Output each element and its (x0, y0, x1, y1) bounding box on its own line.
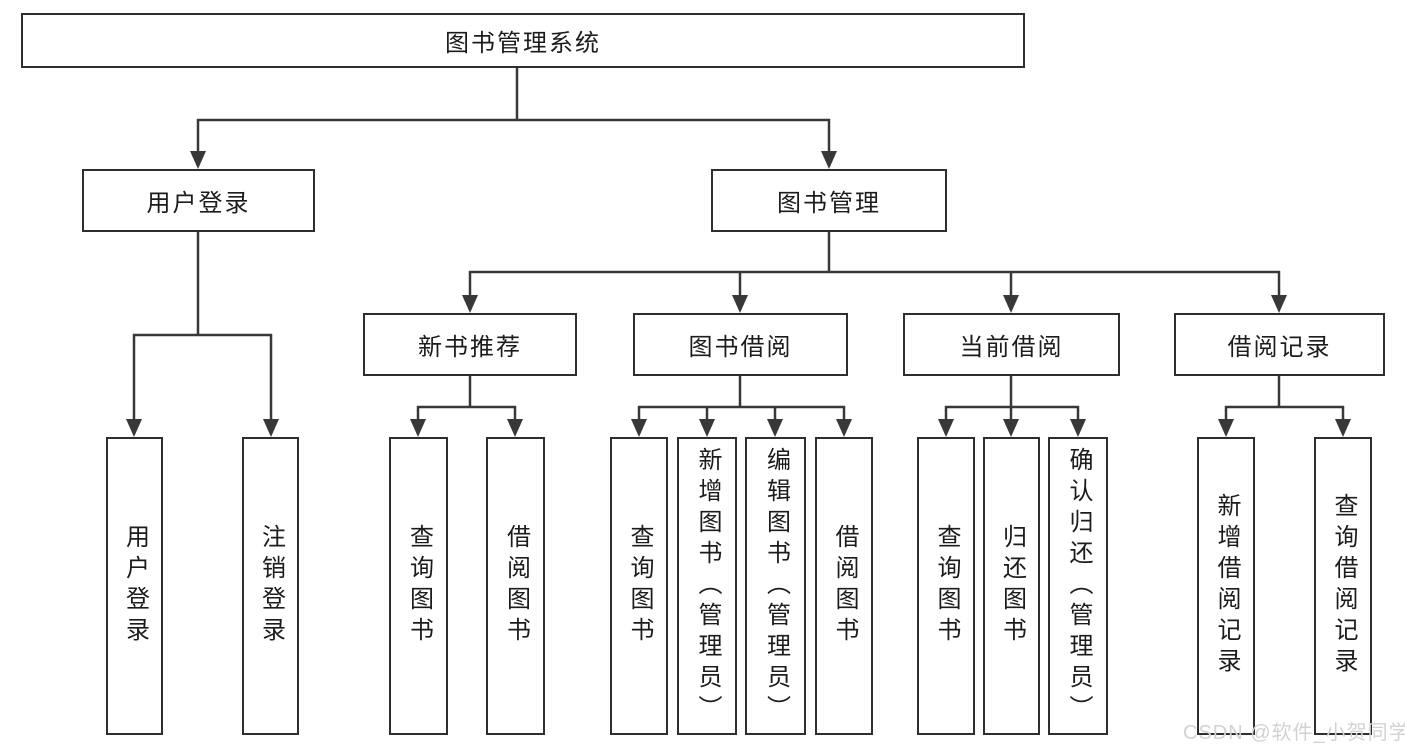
node-label: 编辑图书（管理员） (762, 446, 790, 726)
node-label: 用户登录 (146, 190, 251, 217)
leaf-rec-borrow-books: 借阅图书 (486, 437, 545, 735)
leaf-cb-confirm-return-admin: 确认归还（管理员） (1048, 437, 1108, 735)
node-label: 用户登录 (121, 524, 149, 648)
node-label: 注销登录 (257, 524, 285, 648)
node-label: 借阅图书 (502, 524, 530, 648)
connector-curborrow-to-leaves (938, 376, 1086, 437)
leaf-bb-borrow-books: 借阅图书 (815, 437, 873, 735)
node-label: 图书管理 (777, 190, 881, 217)
node-label: 新增借阅记录 (1213, 493, 1240, 679)
node-book-borrowing: 图书借阅 (633, 313, 848, 376)
leaf-cb-return-books: 归还图书 (983, 437, 1040, 735)
leaf-cb-query-books: 查询图书 (917, 437, 975, 735)
leaf-br-add-record: 新增借阅记录 (1197, 437, 1255, 735)
node-library-management-system: 图书管理系统 (21, 13, 1025, 68)
node-label: 借阅记录 (1227, 334, 1332, 361)
leaf-bb-add-books-admin: 新增图书（管理员） (677, 437, 737, 735)
connector-bookmgmt-to-level3 (462, 232, 1287, 313)
node-current-borrowing: 当前借阅 (903, 313, 1120, 376)
node-label: 归还图书 (998, 524, 1026, 648)
connector-borrowrec-to-leaves (1218, 376, 1351, 437)
connector-newrec-to-leaves (410, 376, 523, 437)
connector-bookborrow-to-leaves (631, 376, 852, 437)
node-label: 图书管理系统 (445, 30, 601, 57)
node-label: 新增图书（管理员） (694, 446, 721, 726)
node-label: 查询图书 (626, 524, 653, 648)
leaf-user-login: 用户登录 (106, 437, 163, 735)
node-borrowing-records: 借阅记录 (1174, 313, 1385, 376)
node-label: 查询图书 (933, 524, 960, 648)
leaf-logout: 注销登录 (242, 437, 299, 735)
leaf-br-query-record: 查询借阅记录 (1314, 437, 1372, 735)
node-user-login: 用户登录 (82, 169, 315, 232)
node-book-management: 图书管理 (711, 169, 947, 232)
node-label: 当前借阅 (959, 334, 1064, 361)
connector-root-to-level2 (190, 68, 837, 169)
leaf-bb-query-books: 查询图书 (610, 437, 668, 735)
node-label: 确认归还（管理员） (1065, 446, 1092, 726)
leaf-rec-query-books: 查询图书 (389, 437, 448, 735)
node-new-book-recommend: 新书推荐 (363, 313, 577, 376)
node-label: 查询图书 (405, 524, 433, 648)
node-label: 借阅图书 (831, 524, 858, 648)
node-label: 图书借阅 (688, 334, 793, 361)
node-label: 查询借阅记录 (1330, 493, 1357, 679)
connector-userlogin-to-leaves (126, 232, 279, 437)
node-label: 新书推荐 (418, 334, 522, 361)
leaf-bb-edit-books-admin: 编辑图书（管理员） (745, 437, 806, 735)
